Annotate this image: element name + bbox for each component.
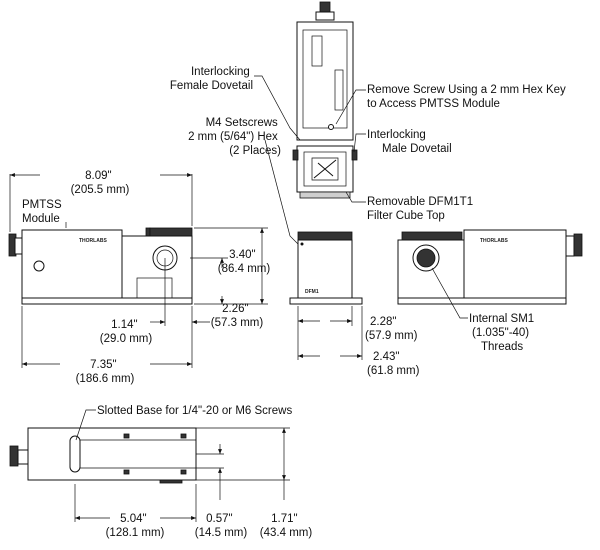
knob-icon (33, 260, 45, 272)
internal-sm1-label: Internal SM1 (1.035"-40) Threads (469, 313, 537, 353)
front-label: DFM1 (305, 289, 319, 295)
dim-height-axis: 2.26" (57.3 mm) (211, 303, 264, 329)
setscrews-label: M4 Setscrews 2 mm (5/64") Hex (2 Places) (188, 117, 281, 157)
top-view (292, 1, 358, 199)
side-view: THORLABS (8, 227, 193, 305)
cube-top-label: Removable DFM1T1 Filter Cube Top (367, 196, 476, 222)
slotted-base-label: Slotted Base for 1/4"-20 or M6 Screws (97, 405, 292, 417)
mount-slot (69, 435, 81, 473)
dim-base-length: 7.35" (186.6 mm) (76, 359, 135, 385)
front-cube-top-ridges (297, 231, 353, 241)
dim-base-depth: 1.71" (43.4 mm) (260, 513, 313, 539)
dim-slot-offset: 0.57" (14.5 mm) (195, 513, 248, 539)
connector-icon (319, 1, 331, 13)
front-base (289, 297, 363, 305)
dim-base-width: 2.43" (61.8 mm) (367, 351, 420, 377)
right-base (397, 297, 567, 305)
dim-height-top: 3.40" (86.4 mm) (218, 249, 271, 275)
right-brand-logo: THORLABS (480, 238, 508, 244)
pmtss-module-label: PMTSS Module (22, 199, 65, 225)
bottom-connector-icon (9, 445, 19, 467)
front-view: DFM1 (289, 231, 363, 305)
callout-labels: Interlocking Female Dovetail Remove Scre… (22, 66, 569, 417)
dim-axis-offset: 1.14" (29.0 mm) (100, 319, 153, 345)
right-connector-icon (573, 233, 583, 257)
female-dovetail-label: Interlocking Female Dovetail (170, 66, 253, 92)
dimension-lines (9, 173, 363, 522)
male-dovetail-label: Interlocking Male Dovetail (367, 129, 452, 155)
bottom-view (9, 427, 197, 484)
leader-lines (65, 75, 468, 441)
dim-cube-width: 2.28" (57.9 mm) (365, 316, 418, 342)
screw-icon (328, 124, 334, 130)
side-base (21, 297, 193, 305)
dim-slot-position: 5.04" (128.1 mm) (106, 513, 165, 539)
right-module-body (463, 229, 567, 299)
bottom-base-plate (27, 427, 197, 481)
remove-screw-label: Remove Screw Using a 2 mm Hex Key to Acc… (367, 84, 569, 110)
cube-top-ridges (149, 227, 193, 237)
dim-overall-length: 8.09" (205.5 mm) (71, 170, 130, 196)
dimension-labels: 8.09" (205.5 mm) 3.40" (86.4 mm) 2.26" (… (71, 170, 420, 539)
right-cube-top-ridges (401, 231, 463, 241)
pmtss-housing (296, 21, 354, 141)
brand-logo: THORLABS (79, 238, 107, 244)
right-view: THORLABS (397, 229, 583, 305)
